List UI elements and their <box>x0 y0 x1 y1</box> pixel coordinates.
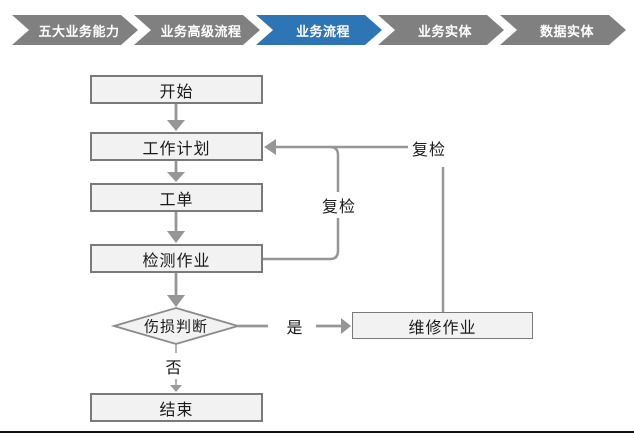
flow-node-label: 结束 <box>159 401 194 419</box>
nav-step-label: 数据实体 <box>539 23 594 39</box>
flow-node-label: 开始 <box>159 83 194 101</box>
arrowhead-down-small-icon <box>170 385 182 392</box>
flow-node-work-order: 工单 <box>90 183 263 212</box>
nav-step-label: 业务流程 <box>295 23 350 39</box>
nav-step-data-entity[interactable]: 数据实体 <box>500 15 626 45</box>
flow-node-damage-decision-label: 伤损判断 <box>143 318 209 336</box>
arrowhead-down-icon <box>167 231 185 243</box>
edge-label-recheck-inspect: 复检 <box>318 192 360 218</box>
edge-label-recheck-repair: 复检 <box>408 135 450 161</box>
edge-label-yes: 是 <box>283 313 307 339</box>
nav-step-label: 业务实体 <box>417 23 472 39</box>
nav-step-business-entity[interactable]: 业务实体 <box>378 15 504 45</box>
arrowhead-down-icon <box>167 295 185 307</box>
flow-node-label: 工作计划 <box>142 140 211 158</box>
arrowhead-down-icon <box>167 120 185 131</box>
arrowhead-left-icon <box>264 139 276 155</box>
nav-step-label: 业务高级流程 <box>160 23 242 39</box>
flow-node-start: 开始 <box>90 75 263 104</box>
edge-label-no: 否 <box>162 353 186 379</box>
arrowhead-right-icon <box>341 318 351 334</box>
flow-node-label: 工单 <box>159 191 194 209</box>
flow-node-work-plan: 工作计划 <box>90 132 263 161</box>
process-breadcrumb: 五大业务能力 业务高级流程 业务流程 业务实体 数据实体 <box>0 0 634 60</box>
slide-bottom-border <box>0 431 634 433</box>
flow-node-label: 检测作业 <box>142 252 211 270</box>
flow-node-repair-job: 维修作业 <box>352 312 533 339</box>
flow-node-end: 结束 <box>90 393 263 422</box>
flow-node-label: 维修作业 <box>408 319 477 337</box>
nav-step-highlevel-process[interactable]: 业务高级流程 <box>134 15 260 45</box>
arrowhead-down-icon <box>167 172 185 182</box>
nav-step-capabilities[interactable]: 五大业务能力 <box>12 15 138 45</box>
nav-step-label: 五大业务能力 <box>38 23 120 39</box>
flow-node-inspection-job: 检测作业 <box>90 244 263 273</box>
nav-step-business-process[interactable]: 业务流程 <box>256 15 382 45</box>
